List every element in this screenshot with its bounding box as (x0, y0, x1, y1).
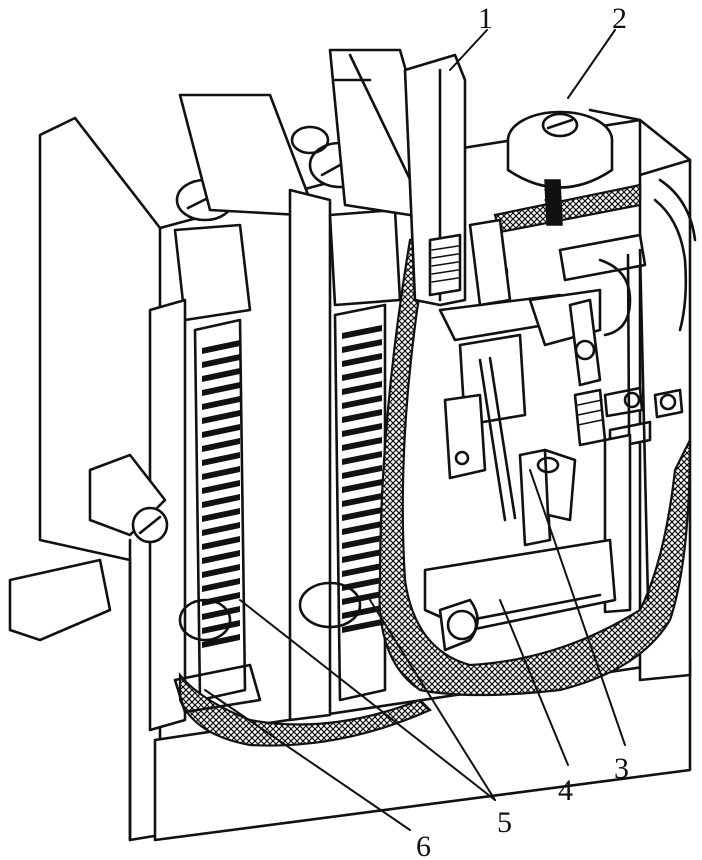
arc-chute-plate (202, 354, 240, 368)
leader-5b (239, 599, 496, 801)
arc-chute-plate (342, 549, 382, 563)
base-tray (423, 538, 617, 652)
arc-chute-plate (202, 494, 240, 508)
arc-chute-plate (342, 521, 382, 535)
arc-chute-plate (342, 339, 382, 353)
arc-chute-plate (342, 535, 382, 549)
leader-1 (449, 29, 488, 71)
arc-chute-plate (202, 480, 240, 494)
arc-chute-plate (202, 396, 240, 410)
arc-chute-plate (202, 522, 240, 536)
middle-pole-chamber (178, 93, 402, 722)
arc-chute-left (193, 318, 247, 702)
arc-chute-plate (342, 465, 382, 479)
arc-chute-plate (342, 605, 382, 619)
arc-chute-plate (202, 424, 240, 438)
arc-chute-plate (342, 353, 382, 367)
arc-chute-plate (342, 619, 382, 633)
arc-chute-plate (202, 466, 240, 480)
arc-chute-plate (342, 409, 382, 423)
arc-chute-plate (202, 410, 240, 424)
arc-chute-plate (202, 368, 240, 382)
arc-chute-plate (342, 493, 382, 507)
arc-chute-plate (202, 340, 240, 354)
callout-2: 2 (612, 2, 627, 35)
bottom-sockets (173, 581, 362, 714)
leader-lines (204, 29, 626, 831)
adjusting-knob (506, 110, 614, 226)
leader-3 (529, 469, 626, 746)
arc-chute-plate (342, 437, 382, 451)
arc-chute-plate (202, 452, 240, 466)
arc-chute-plate (202, 438, 240, 452)
leader-5a (369, 599, 496, 801)
arc-chute-plate (202, 382, 240, 396)
arc-chute-plate (342, 395, 382, 409)
callout-5: 5 (497, 806, 512, 839)
callout-6: 6 (416, 830, 431, 860)
arc-chute-plate (342, 563, 382, 577)
arc-chute-plate (342, 577, 382, 591)
insulating-barrier (178, 183, 692, 747)
leader-4 (499, 599, 569, 766)
arc-chute-plate (342, 451, 382, 465)
leader-6 (204, 689, 411, 831)
arc-chute-plate (202, 606, 240, 620)
callout-labels: 1 2 3 4 5 6 (416, 2, 629, 860)
leader-2 (567, 29, 616, 99)
arc-chute-plate (342, 507, 382, 521)
arc-chute-plate (202, 536, 240, 550)
arc-chute-plate (202, 634, 240, 648)
arc-chute-plate (342, 591, 382, 605)
arc-chute-plate (342, 325, 382, 339)
trip-mechanism (438, 178, 697, 614)
arc-chute-plate (202, 550, 240, 564)
callout-1: 1 (478, 2, 493, 35)
arc-chute-plate (342, 423, 382, 437)
arc-chute-plate (202, 592, 240, 606)
arc-chute-plate (342, 479, 382, 493)
arc-chute-plate (202, 564, 240, 578)
arc-chute-plate (202, 508, 240, 522)
callout-3: 3 (614, 752, 629, 785)
arc-chute-plate (342, 381, 382, 395)
callout-4: 4 (558, 774, 573, 807)
arc-chute-plate (202, 578, 240, 592)
operating-lever (403, 53, 467, 307)
arc-chute-plate (342, 367, 382, 381)
